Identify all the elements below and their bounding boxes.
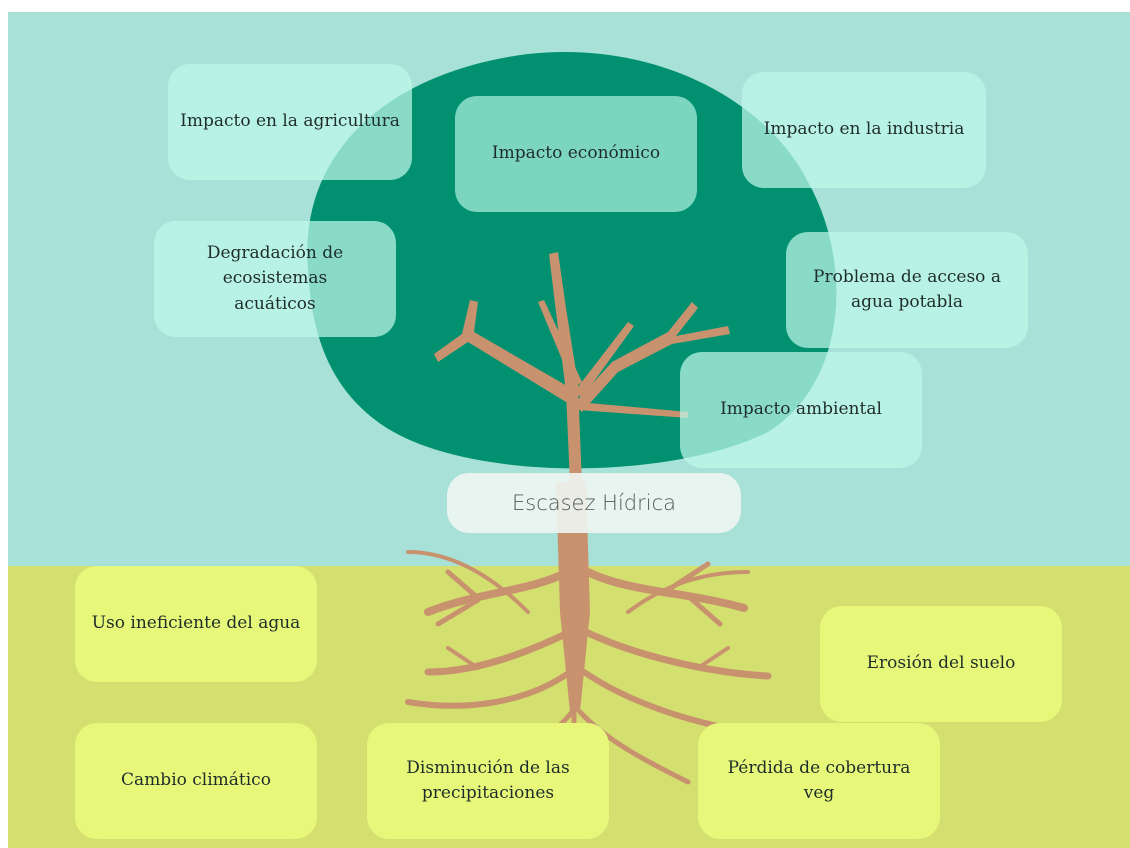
cause-label-rainfall: Disminución de las precipitaciones [406, 757, 570, 804]
cause-box-soil-erosion: Erosión del suelo [820, 606, 1062, 722]
cause-label-soil-erosion: Erosión del suelo [866, 653, 1016, 674]
effect-label-water-access: Problema de acceso a agua potabla [813, 266, 1001, 313]
cause-label-vegetation-loss: Pérdida de cobertura veg [727, 757, 911, 804]
effect-label-environmental: Impacto ambiental [720, 399, 882, 420]
tree-trunk [434, 252, 730, 712]
central-problem-text: Escasez Hídrica [511, 491, 677, 515]
effect-box-economic: Impacto económico [455, 96, 697, 212]
cause-label-climate-change: Cambio climático [121, 770, 271, 791]
tree-illustration [307, 52, 837, 805]
cause-box-vegetation-loss: Pérdida de cobertura veg [698, 723, 940, 839]
problem-tree-diagram: Impacto en la agricultura Impacto económ… [8, 12, 1130, 848]
central-problem-label: Escasez Hídrica [447, 473, 741, 533]
effect-label-economic: Impacto económico [491, 143, 661, 164]
effect-label-ecosystems: Degradación de ecosistemas acuáticos [206, 242, 344, 314]
cause-label-inefficient-use: Uso ineficiente del agua [91, 613, 301, 634]
effect-label-industry: Impacto en la industria [763, 119, 965, 140]
effect-box-ecosystems: Degradación de ecosistemas acuáticos [154, 221, 396, 337]
cause-box-rainfall: Disminución de las precipitaciones [367, 723, 609, 839]
effect-label-agriculture: Impacto en la agricultura [180, 111, 400, 132]
cause-box-climate-change: Cambio climático [75, 723, 317, 839]
effect-box-industry: Impacto en la industria [742, 72, 986, 188]
effect-box-environmental: Impacto ambiental [680, 352, 922, 468]
cause-box-inefficient-use: Uso ineficiente del agua [75, 566, 317, 682]
effect-box-agriculture: Impacto en la agricultura [168, 64, 412, 180]
effect-box-water-access: Problema de acceso a agua potabla [786, 232, 1028, 348]
